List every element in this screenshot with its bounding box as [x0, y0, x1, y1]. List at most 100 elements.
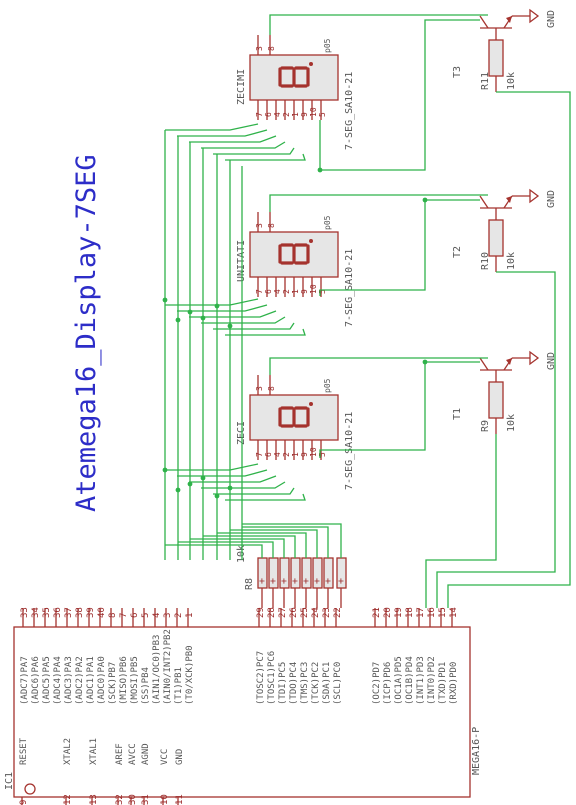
mcu-pin-num-32: 32 — [115, 794, 125, 805]
base-resistor-r10 — [488, 219, 504, 257]
digit-glyph-2 — [278, 402, 313, 428]
display-pin-num-6: 6 — [264, 289, 273, 294]
display-label: ZECIMI — [236, 69, 247, 105]
common-line-2 — [269, 194, 488, 212]
mcu-pin-name-38: (ADC2)PA2 — [75, 656, 85, 705]
decimal-point — [309, 62, 313, 66]
junction-node-13 — [422, 197, 428, 203]
transistor-collector — [479, 195, 489, 209]
mcu-pin-name-32: AREF — [115, 743, 125, 765]
r8-to-bus-4 — [203, 535, 296, 558]
mcu-pin-name-13: XTAL1 — [89, 738, 99, 765]
transistor-collector — [479, 15, 489, 29]
display-pin-num-7: 7 — [255, 452, 264, 457]
segment-net-d0-4 — [213, 147, 295, 155]
gnd-label: GND — [546, 352, 557, 370]
transistor-ref: T2 — [452, 246, 463, 258]
mcu-pin-name-31: AGND — [141, 743, 151, 765]
mcu-pin-name-14: (RXD)PD0 — [449, 662, 459, 705]
r8-to-bus-2 — [178, 541, 274, 558]
decimal-point — [309, 402, 313, 406]
mcu-pin-name-4: (AIN1/OC0)PB3 — [152, 635, 162, 705]
segment-net-d1-2 — [189, 310, 277, 318]
base-net-t2 — [436, 271, 556, 608]
display-type: 7-SEG_SA10-21 — [344, 72, 355, 150]
mcu-pin-name-5: (SS)PB4 — [141, 667, 151, 705]
mcu-pin-name-20: (ICP)PD6 — [383, 662, 393, 705]
display-top-pin-num-8: 8 — [267, 386, 276, 391]
r8-to-bus-6 — [230, 529, 318, 558]
mcu-pin-num-24: 24 — [311, 607, 321, 618]
display-pin-num-1: 1 — [291, 289, 300, 294]
digit-line-t3 — [319, 19, 480, 171]
display-pin-num-10: 10 — [309, 284, 318, 294]
segment-net-d2-4 — [213, 487, 295, 495]
mcu-pin-num-8: 8 — [108, 613, 118, 618]
gnd-label: GND — [546, 190, 557, 208]
display-pin-num-6: 6 — [264, 452, 273, 457]
segment-net-d1-1 — [177, 304, 268, 312]
display-pin-tag: p05 — [323, 378, 332, 393]
mcu-pin-num-4: 4 — [152, 613, 162, 618]
r8-cell-mark-3: + — [279, 578, 290, 584]
mcu-pin-name-33: (ADC7)PA7 — [20, 656, 30, 705]
display-pin-num-10: 10 — [309, 107, 318, 117]
mcu-pin-num-33: 33 — [20, 607, 30, 618]
junction-node-4 — [200, 315, 206, 321]
segment-net-d2-3 — [201, 481, 286, 489]
resistor-ref: R11 — [480, 72, 491, 90]
mcu-pin-name-16: (INT0)PD2 — [427, 656, 437, 705]
mcu-pin-name-23: (SDA)PC1 — [322, 662, 332, 705]
display-pin-num-9: 9 — [300, 289, 309, 294]
resistor-array-r8: R8 10k ++++++++ — [236, 545, 347, 608]
display-pin-num-7: 7 — [255, 112, 264, 117]
mcu-pin-num-25: 25 — [300, 607, 310, 618]
base-resistor-r9 — [488, 381, 504, 419]
junction-node-12 — [227, 485, 233, 491]
mcu-pin-name-29: (TOSC2)PC7 — [256, 651, 266, 705]
display-pin-num-1: 1 — [291, 452, 300, 457]
mcu-pin-name-6: (MOSI)PB5 — [130, 656, 140, 705]
schematic-title: Atemega16_Display-7SEG — [71, 154, 102, 512]
display-pin-num-5: 5 — [318, 452, 327, 457]
base-net-t1 — [425, 434, 497, 608]
transistor-collector — [479, 357, 489, 371]
mcu-pin-num-27: 27 — [278, 607, 288, 618]
display-pin-tag: p05 — [323, 38, 332, 53]
r8-cell-mark-6: + — [312, 578, 323, 584]
segment-net-d1-4 — [213, 322, 295, 330]
mcu-pin-num-31: 31 — [141, 794, 151, 805]
resistor-value: 10k — [506, 414, 517, 432]
r8-to-bus-7 — [242, 526, 329, 558]
display-type: 7-SEG_SA10-21 — [344, 249, 355, 327]
resistor-ref: R9 — [480, 420, 491, 432]
gnd-label: GND — [546, 10, 557, 28]
emitter-arrow — [506, 16, 512, 23]
segment-net-d0-1 — [177, 129, 268, 137]
display-top-pin-num-8: 8 — [267, 46, 276, 51]
display-pin-num-1: 1 — [291, 112, 300, 117]
r8-cell-mark-1: + — [257, 578, 268, 584]
junction-node-8 — [175, 487, 181, 493]
display-pin-num-4: 4 — [273, 112, 282, 117]
pin1-marker — [24, 783, 36, 795]
mcu-ic1: IC1 MEGA16-P 9RESET12XTAL213XTAL132AREF3… — [4, 607, 482, 805]
mcu-pin-name-7: (MISO)PB6 — [119, 656, 129, 705]
segment-net-d1-3 — [201, 316, 286, 324]
base-resistor-r11 — [488, 39, 504, 77]
gnd-icon — [529, 8, 540, 24]
digit-glyph-0 — [278, 62, 313, 88]
mcu-pin-num-12: 12 — [63, 794, 73, 805]
mcu-pin-num-18: 18 — [405, 607, 415, 618]
segment-net-d0-0 — [165, 123, 259, 131]
r8-cell-mark-8: + — [336, 578, 347, 584]
mcu-pin-num-10: 10 — [160, 794, 170, 805]
mcu-pin-num-39: 39 — [86, 607, 96, 618]
transistor-ref: T1 — [452, 408, 463, 420]
segment-net-d2-5 — [225, 493, 306, 501]
mcu-ref: IC1 — [4, 772, 15, 790]
junction-node-6 — [227, 323, 233, 329]
segment-net-d2-0 — [165, 463, 259, 471]
junction-node-11 — [214, 493, 220, 499]
